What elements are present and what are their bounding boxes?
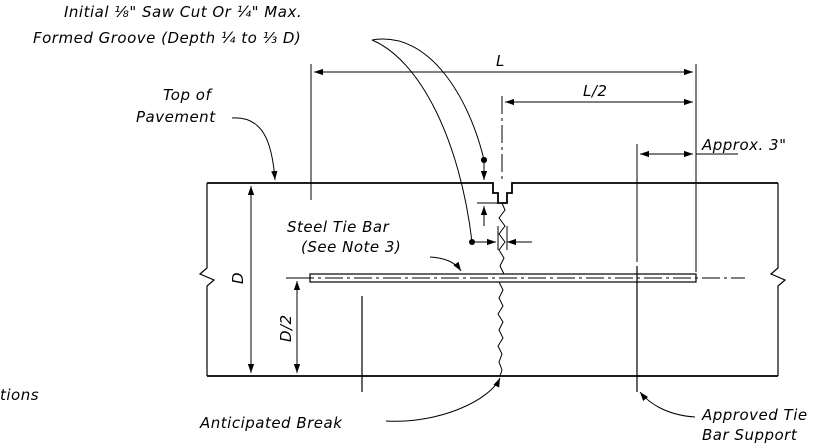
label-D-half: D/2 bbox=[277, 314, 295, 342]
label-tie-bar-line1: Steel Tie Bar bbox=[287, 218, 390, 236]
label-L-half: L/2 bbox=[583, 82, 607, 100]
dim-L-half bbox=[501, 96, 693, 182]
label-saw-cut-line1: Initial ⅛" Saw Cut Or ¼" Max. bbox=[64, 3, 302, 21]
label-top-of-pavement-line1: Top of bbox=[163, 86, 213, 104]
label-tie-bar-line2: (See Note 3) bbox=[301, 238, 401, 256]
dim-L bbox=[310, 64, 697, 272]
label-tie-bar-support-line1: Approved Tie bbox=[701, 406, 808, 424]
dim-saw-cut-width bbox=[470, 226, 532, 250]
label-L: L bbox=[496, 52, 505, 70]
leader-tie-bar-support bbox=[639, 391, 696, 418]
crack-line bbox=[497, 202, 506, 377]
dim-approx-3 bbox=[636, 144, 738, 262]
label-top-of-pavement-line2: Pavement bbox=[136, 108, 216, 126]
labels: Initial ⅛" Saw Cut Or ¼" Max. Formed Gro… bbox=[0, 3, 808, 444]
label-anticipated-break: Anticipated Break bbox=[199, 414, 343, 432]
leader-saw-cut-1 bbox=[371, 38, 485, 161]
label-saw-cut-line2: Formed Groove (Depth ¼ to ⅓ D) bbox=[33, 29, 301, 47]
left-break-line bbox=[198, 183, 216, 376]
leader-tie-bar bbox=[429, 256, 462, 272]
dim-groove-depth bbox=[477, 157, 498, 226]
leader-anticipated-break bbox=[385, 377, 501, 422]
tie-bar bbox=[296, 273, 745, 283]
dim-D-half bbox=[286, 277, 308, 373]
label-tie-bar-support-line2: Bar Support bbox=[702, 426, 798, 444]
label-cut-off-left: tions bbox=[0, 386, 39, 404]
label-approx-3: Approx. 3" bbox=[701, 136, 787, 154]
leader-saw-cut-2 bbox=[371, 39, 473, 243]
right-break-line bbox=[769, 183, 787, 376]
label-D: D bbox=[229, 272, 247, 284]
leader-top-of-pavement bbox=[231, 117, 278, 181]
slab-top-edge bbox=[207, 182, 778, 204]
